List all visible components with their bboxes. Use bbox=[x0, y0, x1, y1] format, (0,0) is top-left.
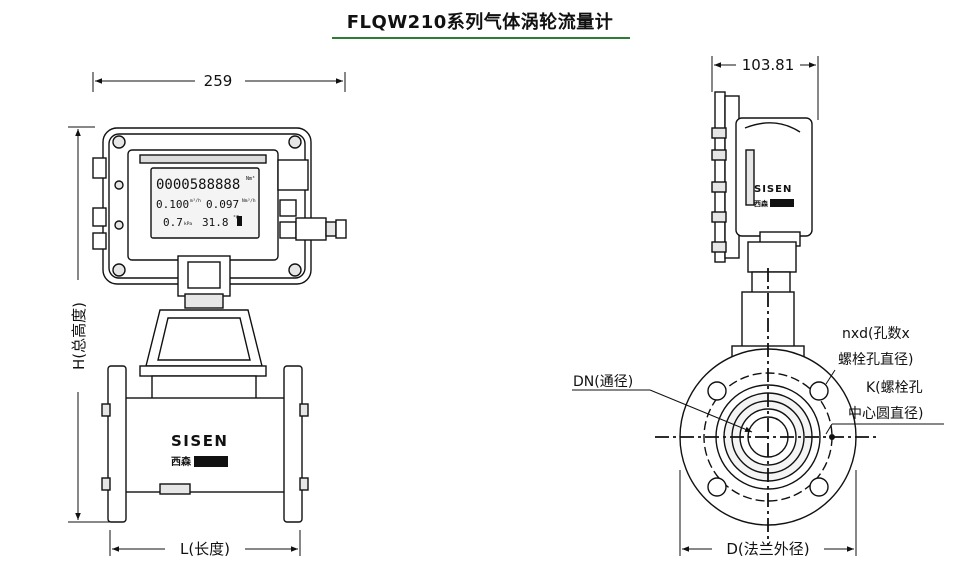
lcd-line3-right: 31.8 bbox=[202, 216, 229, 229]
front-brand-block bbox=[194, 456, 228, 467]
width-dim-label: 259 bbox=[204, 72, 233, 90]
lcd-line3-left: 0.7 bbox=[163, 216, 183, 229]
nxd-label-line2: 螺栓孔直径) bbox=[838, 351, 913, 368]
left-flange bbox=[107, 365, 127, 523]
k-label-line1: K(螺栓孔 bbox=[866, 380, 923, 396]
front-brand-cn: 西森 bbox=[171, 455, 192, 468]
lcd-line3-left-unit: kPa bbox=[184, 221, 192, 227]
nxd-label-line1: nxd(孔数x bbox=[842, 326, 910, 342]
lcd-line3-right-unit: °C bbox=[233, 215, 239, 221]
title-underline bbox=[332, 37, 630, 39]
lcd-line1: 0000588888 bbox=[156, 177, 240, 193]
lcd-screen bbox=[150, 167, 260, 239]
side-brand-block bbox=[770, 199, 794, 207]
lcd-line2-right: 0.097 bbox=[206, 198, 239, 211]
dn-label: DN(通径) bbox=[573, 374, 633, 390]
front-view bbox=[68, 72, 347, 556]
side-brand-cn: 西森 bbox=[754, 199, 769, 208]
bolt-hole bbox=[707, 381, 727, 401]
k-point bbox=[829, 434, 835, 440]
diagram-title: FLQW210系列气体涡轮流量计 bbox=[346, 12, 614, 33]
lcd-line2-left: 0.100 bbox=[156, 198, 189, 211]
depth-dim-label: 103.81 bbox=[742, 56, 795, 74]
bolt-hole bbox=[809, 381, 829, 401]
height-dim-label: H(总高度) bbox=[70, 302, 88, 370]
right-flange bbox=[283, 365, 303, 523]
bolt-hole bbox=[707, 477, 727, 497]
bolt-hole bbox=[809, 477, 829, 497]
battery-icon bbox=[237, 216, 242, 226]
lcd-line2-left-unit: m³/h bbox=[190, 198, 201, 204]
k-label-line2: 中心圆直径) bbox=[848, 405, 923, 422]
lcd-line1-unit: Nm³ bbox=[246, 176, 255, 182]
side-view bbox=[572, 56, 944, 556]
d-dim-label: D(法兰外径) bbox=[726, 540, 809, 558]
lcd-line2-right-unit: Nm³/h bbox=[242, 198, 256, 204]
side-brand-logo: SISEN bbox=[754, 184, 792, 195]
cable-gland bbox=[295, 217, 327, 241]
front-brand-logo: SISEN bbox=[171, 432, 229, 450]
length-dim-label: L(长度) bbox=[180, 540, 230, 558]
